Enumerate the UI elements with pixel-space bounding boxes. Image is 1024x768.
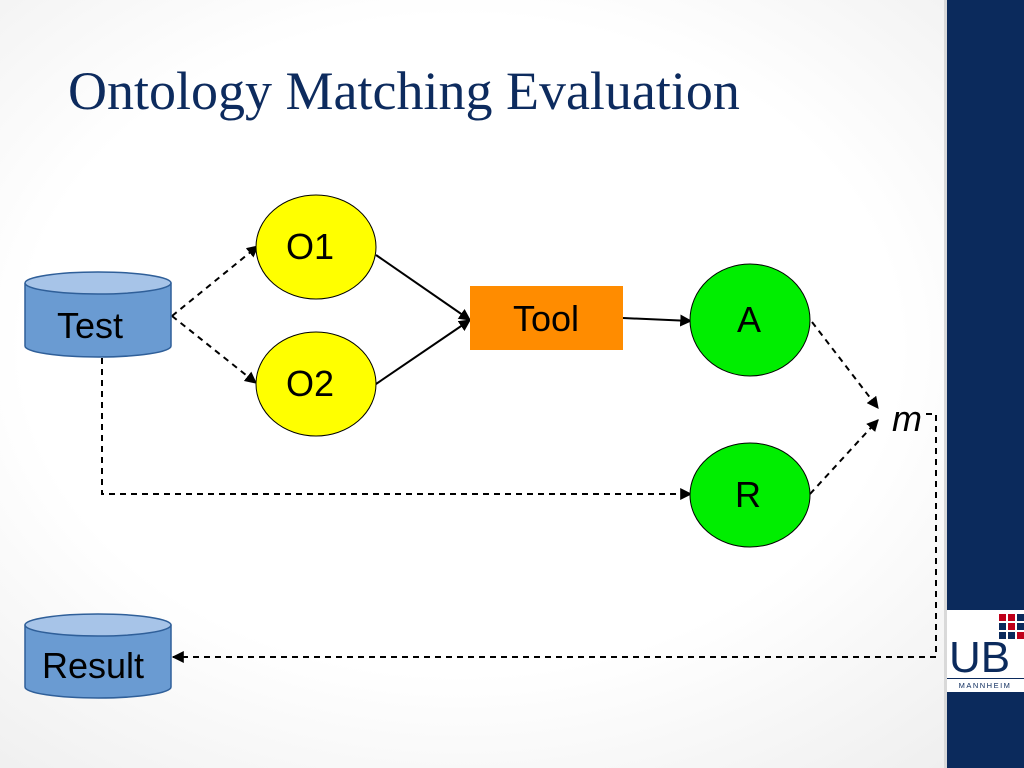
tool-label: Tool <box>513 298 579 339</box>
a-node: A <box>689 263 811 377</box>
edge-test-o1 <box>171 245 259 317</box>
ub-mannheim-logo: UB MANNHEIM <box>947 610 1024 692</box>
edge-o2-tool <box>375 319 471 385</box>
tool-box: Tool <box>470 286 623 350</box>
r-node: R <box>689 442 811 548</box>
slide-title: Ontology Matching Evaluation <box>68 61 740 121</box>
o1-node: O1 <box>255 194 377 300</box>
a-label: A <box>737 299 761 340</box>
test-label: Test <box>57 305 123 346</box>
edge-r-m <box>809 419 879 495</box>
result-cylinder: Result <box>24 613 172 699</box>
sidebar-edge <box>944 0 947 768</box>
test-cylinder: Test <box>24 271 172 358</box>
result-label: Result <box>42 645 144 686</box>
edge-a-m <box>811 321 879 409</box>
edge-o1-tool <box>375 254 471 321</box>
edge-m-result <box>171 413 937 663</box>
logo-graphic: UB MANNHEIM <box>947 614 1024 690</box>
svg-text:MANNHEIM: MANNHEIM <box>959 681 1012 690</box>
edge-tool-a <box>622 314 693 327</box>
edges <box>101 245 937 663</box>
o2-node: O2 <box>255 331 377 437</box>
edge-test-r <box>101 358 693 500</box>
r-label: R <box>735 474 761 515</box>
svg-text:UB: UB <box>949 633 1010 682</box>
o1-label: O1 <box>286 226 334 267</box>
edge-test-o2 <box>171 315 257 384</box>
o2-label: O2 <box>286 363 334 404</box>
m-label: m <box>892 398 922 439</box>
